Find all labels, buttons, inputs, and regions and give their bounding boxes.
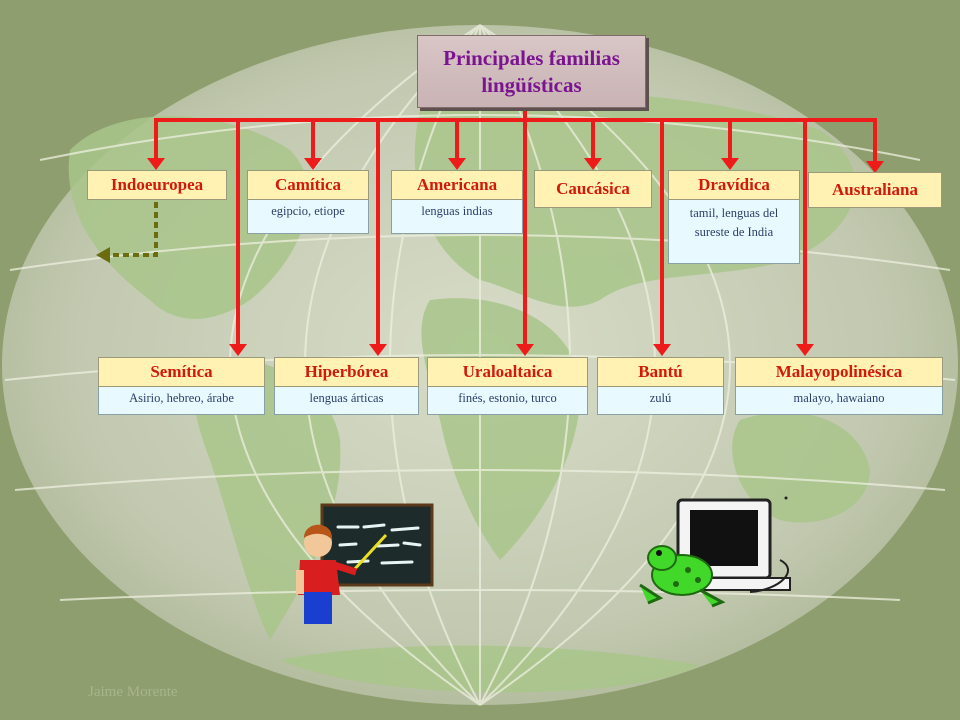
family-examples: egipcio, etiope	[247, 200, 369, 234]
arrowhead-australiana	[866, 161, 884, 173]
family-examples: Asirio, hebreo, árabe	[98, 387, 265, 415]
family-uraloaltaica: Uraloaltaica finés, estonio, turco	[427, 357, 588, 415]
family-examples: tamil, lenguas del sureste de India	[668, 200, 800, 264]
australia-shape	[732, 412, 870, 523]
arrowhead-semitica	[229, 344, 247, 356]
family-dravidica: Dravídica tamil, lenguas del sureste de …	[668, 170, 800, 264]
arrowhead-camitica	[304, 158, 322, 170]
family-name: Americana	[391, 170, 523, 200]
family-name: Semítica	[98, 357, 265, 387]
family-name: Bantú	[597, 357, 724, 387]
dotted-arrow-indoeuropea	[96, 202, 158, 263]
family-malayopolinesica: Malayopolinésica malayo, hawaiano	[735, 357, 943, 415]
arrowhead-bantu	[653, 344, 671, 356]
arrowhead-uraloaltaica	[516, 344, 534, 356]
family-bantu: Bantú zulú	[597, 357, 724, 415]
family-name: Indoeuropea	[87, 170, 227, 200]
arrowhead-dravidica	[721, 158, 739, 170]
arrowhead-malayopolinesica	[796, 344, 814, 356]
title-line-2: lingüísticas	[481, 72, 582, 97]
family-examples: malayo, hawaiano	[735, 387, 943, 415]
family-caucasica: Caucásica	[534, 170, 652, 208]
family-examples: lenguas indias	[391, 200, 523, 234]
arrowhead-caucasica	[584, 158, 602, 170]
arrowhead-americana	[448, 158, 466, 170]
family-hiperborea: Hiperbórea lenguas árticas	[274, 357, 419, 415]
family-name: Uraloaltaica	[427, 357, 588, 387]
family-camitica: Camítica egipcio, etiope	[247, 170, 369, 234]
frog-at-computer-icon	[639, 496, 791, 608]
family-indoeuropea: Indoeuropea	[87, 170, 227, 200]
diagram-title: Principales familias lingüísticas	[417, 35, 646, 108]
family-name: Hiperbórea	[274, 357, 419, 387]
family-name: Caucásica	[534, 170, 652, 208]
family-name: Australiana	[808, 172, 942, 208]
family-americana: Americana lenguas indias	[391, 170, 523, 234]
family-name: Dravídica	[668, 170, 800, 200]
teacher-at-blackboard-icon	[296, 503, 434, 624]
family-examples: finés, estonio, turco	[427, 387, 588, 415]
family-examples: zulú	[597, 387, 724, 415]
author-credit: Jaime Morente	[88, 684, 178, 700]
arrowhead-indoeuropea	[147, 158, 165, 170]
family-name: Camítica	[247, 170, 369, 200]
family-semitica: Semítica Asirio, hebreo, árabe	[98, 357, 265, 415]
family-examples: lenguas árticas	[274, 387, 419, 415]
family-australiana: Australiana	[808, 172, 942, 208]
arrowhead-hiperborea	[369, 344, 387, 356]
antarctica-shape	[280, 645, 700, 693]
family-name: Malayopolinésica	[735, 357, 943, 387]
title-line-1: Principales familias	[443, 45, 620, 70]
north-america-shape	[68, 116, 309, 319]
